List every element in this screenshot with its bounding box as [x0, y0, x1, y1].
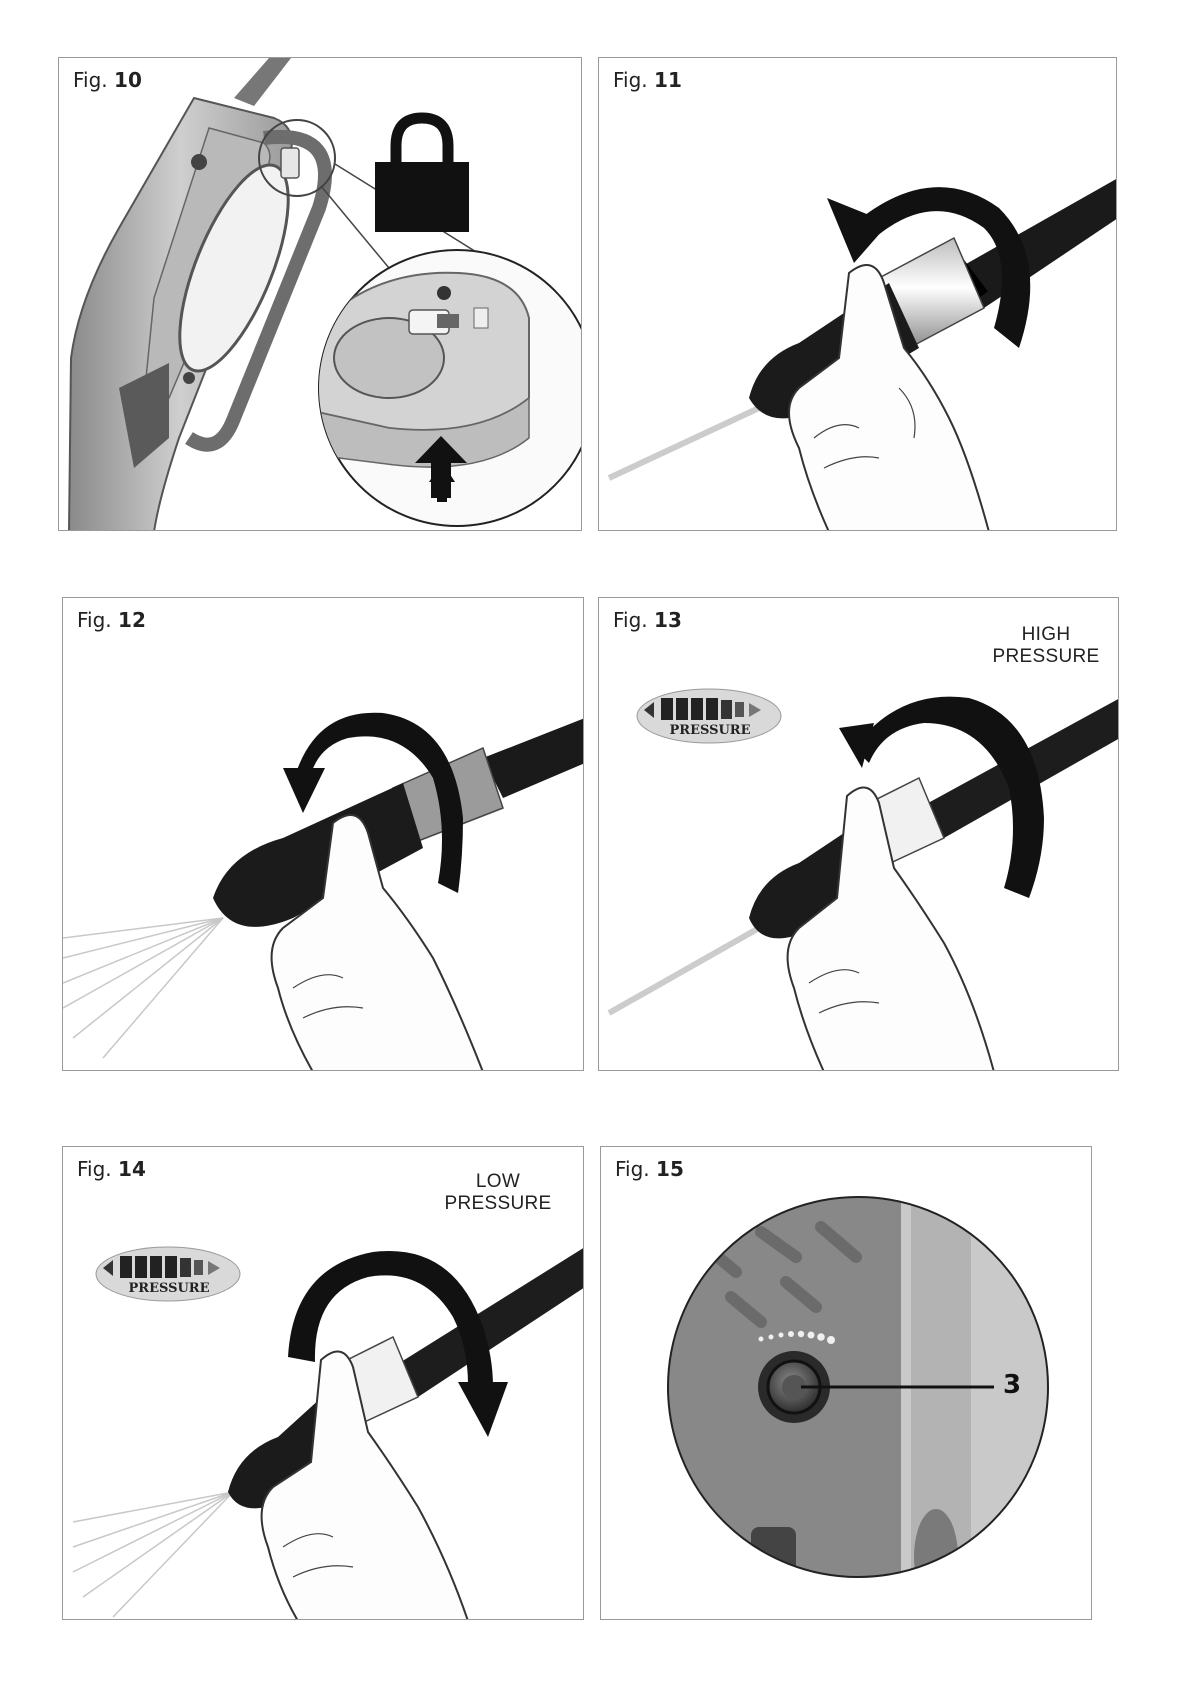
pressure-badge-icon: PRESSURE [96, 1247, 240, 1301]
fig-prefix: Fig. [615, 1157, 650, 1181]
figure-10-panel: Fig. 10 [58, 57, 582, 531]
figure-14-label: Fig. 14 [77, 1157, 146, 1181]
fig-prefix: Fig. [77, 608, 112, 632]
low-pressure-label: LOW PRESSURE [443, 1171, 553, 1215]
pressure-label-line2: PRESSURE [443, 1193, 553, 1215]
padlock-icon [375, 118, 469, 232]
callout-number: 3 [1003, 1370, 1021, 1400]
nozzle-rotation-illustration [599, 58, 1117, 531]
figure-11-panel: Fig. 11 [598, 57, 1117, 531]
figure-11-label: Fig. 11 [613, 68, 682, 92]
high-pressure-label: HIGH PRESSURE [991, 624, 1101, 668]
fig-number: 11 [654, 68, 682, 92]
figure-15-label: Fig. 15 [615, 1157, 684, 1181]
figure-12-panel: Fig. 12 [62, 597, 584, 1071]
nozzle-spray-illustration [63, 598, 584, 1071]
fig-number: 14 [118, 1157, 146, 1181]
fig-prefix: Fig. [77, 1157, 112, 1181]
figure-13-label: Fig. 13 [613, 608, 682, 632]
figure-14-panel: Fig. 14 LOW PRESSURE PRESSURE [62, 1146, 584, 1620]
pressure-label-line1: HIGH [991, 624, 1101, 646]
fig-number: 10 [114, 68, 142, 92]
pressure-badge-text: PRESSURE [128, 1281, 209, 1296]
fig-prefix: Fig. [613, 608, 648, 632]
fig-prefix: Fig. [73, 68, 108, 92]
pressure-badge-text: PRESSURE [669, 723, 750, 738]
spray-gun-handle-illustration [59, 58, 582, 531]
figure-12-label: Fig. 12 [77, 608, 146, 632]
nozzle-high-pressure-illustration: PRESSURE [599, 598, 1119, 1071]
nozzle-low-pressure-illustration: PRESSURE [63, 1147, 584, 1620]
figure-15-panel: Fig. 15 3 [600, 1146, 1092, 1620]
pressure-badge-icon: PRESSURE [637, 689, 781, 743]
fig-number: 15 [656, 1157, 684, 1181]
pressure-label-line1: LOW [443, 1171, 553, 1193]
fig-number: 12 [118, 608, 146, 632]
fig-number: 13 [654, 608, 682, 632]
fig-prefix: Fig. [613, 68, 648, 92]
pressure-label-line2: PRESSURE [991, 646, 1101, 668]
figure-13-panel: Fig. 13 HIGH PRESSURE PRESSURE [598, 597, 1119, 1071]
figure-10-label: Fig. 10 [73, 68, 142, 92]
